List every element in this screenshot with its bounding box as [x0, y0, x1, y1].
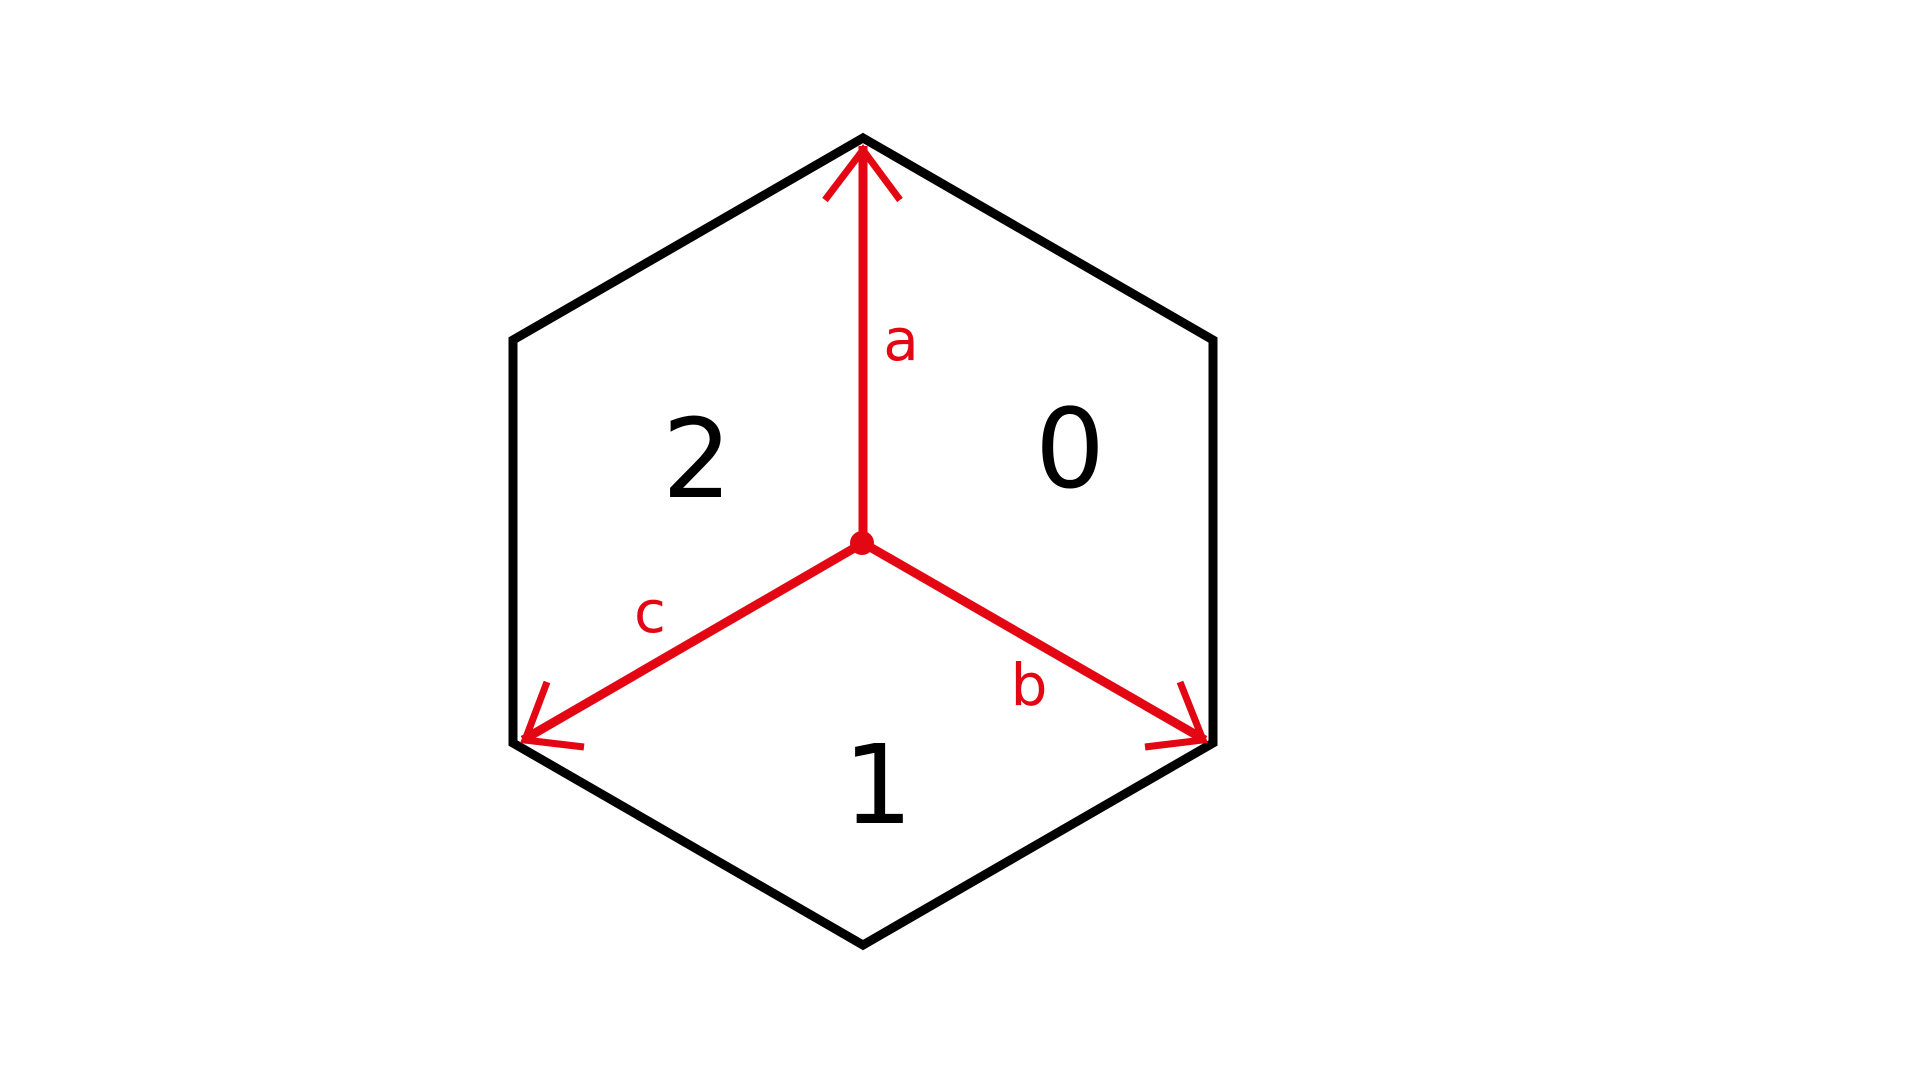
- vector-c-shaft: [520, 539, 866, 744]
- vector-b: [860, 539, 1208, 751]
- vector-c: [520, 539, 866, 751]
- vector-a: [822, 144, 903, 543]
- vector-a-label: a: [883, 306, 919, 374]
- vector-b-shaft: [860, 539, 1208, 744]
- vector-c-label: c: [634, 578, 666, 646]
- region-label-bottom: 1: [843, 721, 913, 849]
- region-label-top-right: 0: [1035, 385, 1105, 513]
- vector-b-arrowhead: [1144, 680, 1208, 751]
- vector-b-label: b: [1011, 651, 1048, 719]
- origin-point: [850, 531, 874, 555]
- vector-c-arrowhead: [520, 680, 585, 751]
- vector-a-arrowhead: [822, 144, 903, 203]
- hexagon-outline: [508, 132, 1218, 951]
- region-label-top-left: 2: [662, 395, 732, 523]
